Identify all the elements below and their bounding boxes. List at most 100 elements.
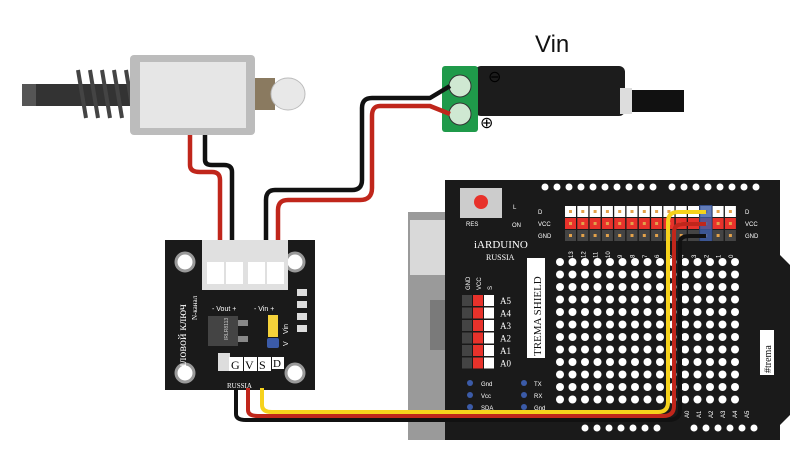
proto-hole: [718, 270, 727, 279]
proto-hole: [631, 258, 639, 266]
proto-hole: [718, 308, 727, 316]
uart-pin[interactable]: [521, 380, 527, 386]
analog-pin[interactable]: [473, 332, 483, 344]
proto-hole: [681, 383, 689, 391]
i2c-pin[interactable]: [467, 380, 473, 386]
top-header-pin: [565, 183, 573, 191]
proto-hole: [631, 370, 639, 379]
pin-pad: [642, 222, 646, 225]
proto-hole: [693, 333, 702, 341]
analog-pin[interactable]: [462, 307, 472, 319]
analog-pin[interactable]: [462, 332, 472, 344]
proto-hole: [593, 283, 602, 291]
mosfet: [208, 316, 238, 346]
analog-pin[interactable]: [484, 320, 494, 331]
vin-terminal-label: - Vin +: [254, 306, 274, 313]
top-header-pin: [728, 183, 736, 191]
pin-pad: [569, 222, 572, 225]
proto-hole: [693, 370, 702, 379]
proto-hole: [656, 395, 664, 404]
proto-hole: [618, 395, 627, 404]
proto-hole: [581, 345, 589, 354]
vout-label: - Vout +: [212, 306, 236, 313]
analog-pin[interactable]: [462, 320, 472, 331]
analog-pin[interactable]: [473, 307, 483, 319]
top-header-pin: [740, 183, 748, 191]
pin-pad: [569, 210, 572, 213]
pin-pad: [728, 210, 732, 213]
proto-hole: [593, 270, 602, 279]
analog-pin[interactable]: [473, 320, 483, 331]
top-header-pin: [613, 183, 621, 191]
analog-pin[interactable]: [484, 307, 494, 319]
proto-hole: [656, 383, 664, 391]
analog-pin[interactable]: [462, 345, 472, 356]
proto-hole: [618, 308, 627, 316]
proto-hole: [568, 370, 577, 379]
proto-hole: [706, 320, 714, 329]
jumper[interactable]: [268, 315, 278, 337]
uart-pin[interactable]: [521, 404, 527, 410]
digital-pin-label: 1: [717, 254, 723, 258]
proto-hole: [618, 283, 627, 291]
proto-hole: [643, 283, 652, 291]
proto-hole: [693, 308, 702, 316]
dc-jack: ⊖ ⊕: [442, 66, 684, 132]
uart-label: TX: [534, 382, 542, 388]
analog-pin-label: A5: [500, 296, 511, 306]
pin-pad: [569, 234, 572, 237]
pin-pad: [728, 234, 732, 237]
pin-pad: [581, 210, 585, 213]
signal-cable: [234, 210, 706, 422]
proto-hole: [606, 395, 614, 404]
proto-hole: [581, 320, 589, 329]
proto-hole: [556, 395, 564, 404]
power-key-module: - Vout + - Vin + Силовой ключ N-канал IR…: [165, 240, 315, 390]
proto-hole: [706, 295, 714, 304]
pin-pad: [605, 222, 609, 225]
proto-hole: [681, 333, 689, 341]
analog-pin[interactable]: [473, 357, 483, 369]
top-header-pin: [668, 183, 676, 191]
i2c-pin[interactable]: [467, 392, 473, 398]
proto-hole: [731, 395, 739, 404]
analog-pin[interactable]: [484, 357, 494, 369]
analog-pin[interactable]: [473, 295, 483, 306]
proto-hole: [643, 258, 652, 266]
proto-hole: [681, 345, 689, 354]
bottom-analog-label: A5: [745, 410, 751, 418]
pin-v-label: V: [245, 358, 254, 372]
proto-hole: [593, 383, 602, 391]
bottom-analog-label: A2: [709, 410, 715, 418]
analog-pin[interactable]: [462, 295, 472, 306]
proto-hole: [568, 333, 577, 341]
proto-hole: [643, 370, 652, 379]
proto-hole: [731, 283, 739, 291]
pin-pad: [716, 210, 720, 213]
i2c-pin[interactable]: [467, 404, 473, 410]
bottom-header-pin: [726, 424, 734, 432]
proto-hole: [631, 333, 639, 341]
uart-label: RX: [534, 394, 542, 400]
pin-pad: [618, 234, 622, 237]
proto-hole: [606, 308, 614, 316]
proto-hole: [606, 295, 614, 304]
bottom-analog-label: A3: [721, 410, 727, 418]
proto-hole: [593, 258, 602, 266]
solenoid: [22, 55, 306, 135]
uart-pin[interactable]: [521, 392, 527, 398]
analog-pin[interactable]: [484, 345, 494, 356]
bottom-header-pin: [750, 424, 758, 432]
top-header-pin: [692, 183, 700, 191]
analog-pin[interactable]: [473, 345, 483, 356]
top-header-pin: [625, 183, 633, 191]
proto-hole: [606, 345, 614, 354]
analog-pin[interactable]: [484, 295, 494, 306]
analog-header-label: VCC: [477, 277, 483, 290]
analog-pin[interactable]: [484, 332, 494, 344]
proto-hole: [568, 358, 577, 366]
analog-pin[interactable]: [462, 357, 472, 369]
proto-hole: [731, 308, 739, 316]
bottom-header-pin: [641, 424, 649, 432]
pin-pad: [716, 234, 720, 237]
